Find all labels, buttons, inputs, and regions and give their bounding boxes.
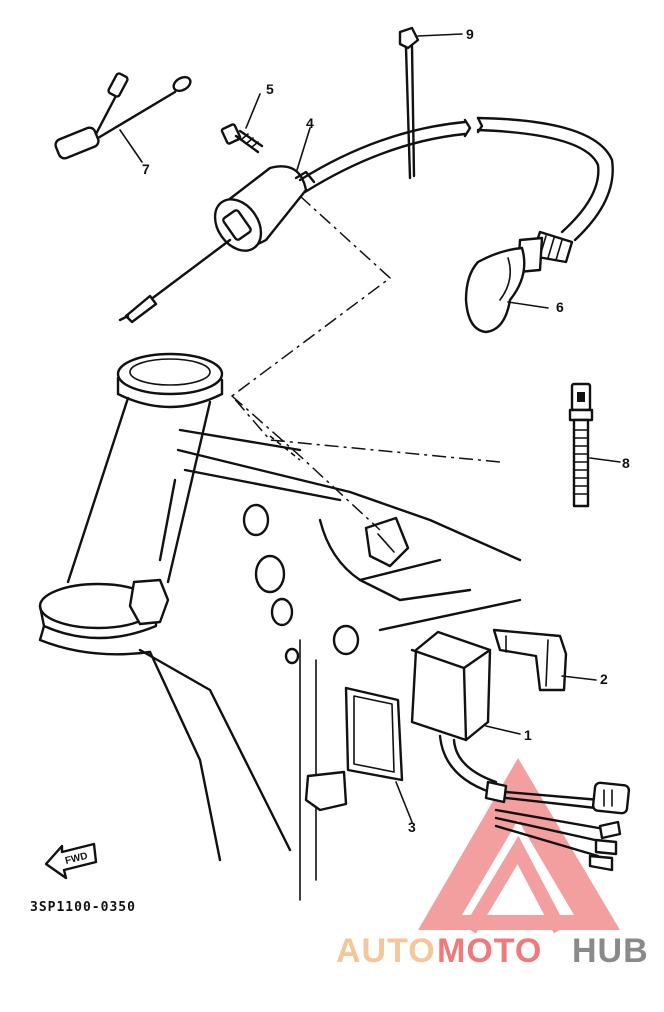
frame	[38, 352, 522, 901]
part-3-rubber-pad	[344, 686, 413, 823]
callout-1: 1	[524, 727, 532, 743]
callout-6: 6	[556, 299, 564, 315]
part-6-spark-plug-cap	[298, 116, 614, 334]
callout-5: 5	[266, 81, 274, 97]
part-8-cable-tie	[568, 382, 621, 508]
watermark-triangle	[418, 758, 620, 934]
fwd-label: FWD	[64, 851, 89, 867]
diagram-code: 3SP1100-0350	[30, 900, 136, 915]
part-4-ignition-coil	[118, 127, 316, 324]
watermark-hub: HUB	[572, 932, 649, 970]
fwd-arrow-icon: FWD	[44, 842, 98, 880]
callout-9: 9	[466, 26, 474, 42]
part-7-lead-wire	[54, 72, 192, 163]
leader-lines	[230, 195, 501, 531]
callout-7: 7	[142, 161, 150, 177]
watermark-text: AUTO MOTO HUB	[336, 932, 649, 970]
watermark-moto: MOTO	[437, 932, 542, 970]
part-5-bolt	[220, 93, 264, 154]
callout-4: 4	[306, 115, 314, 131]
callouts: 1 2 3 4 5 6 7 8 9	[142, 26, 630, 835]
part-1-cdi-unit	[410, 630, 631, 872]
part-9-band	[398, 26, 463, 180]
callout-8: 8	[622, 455, 630, 471]
watermark-auto: AUTO	[336, 932, 436, 970]
part-2-bracket	[492, 628, 597, 692]
callout-2: 2	[600, 671, 608, 687]
callout-3: 3	[408, 819, 416, 835]
